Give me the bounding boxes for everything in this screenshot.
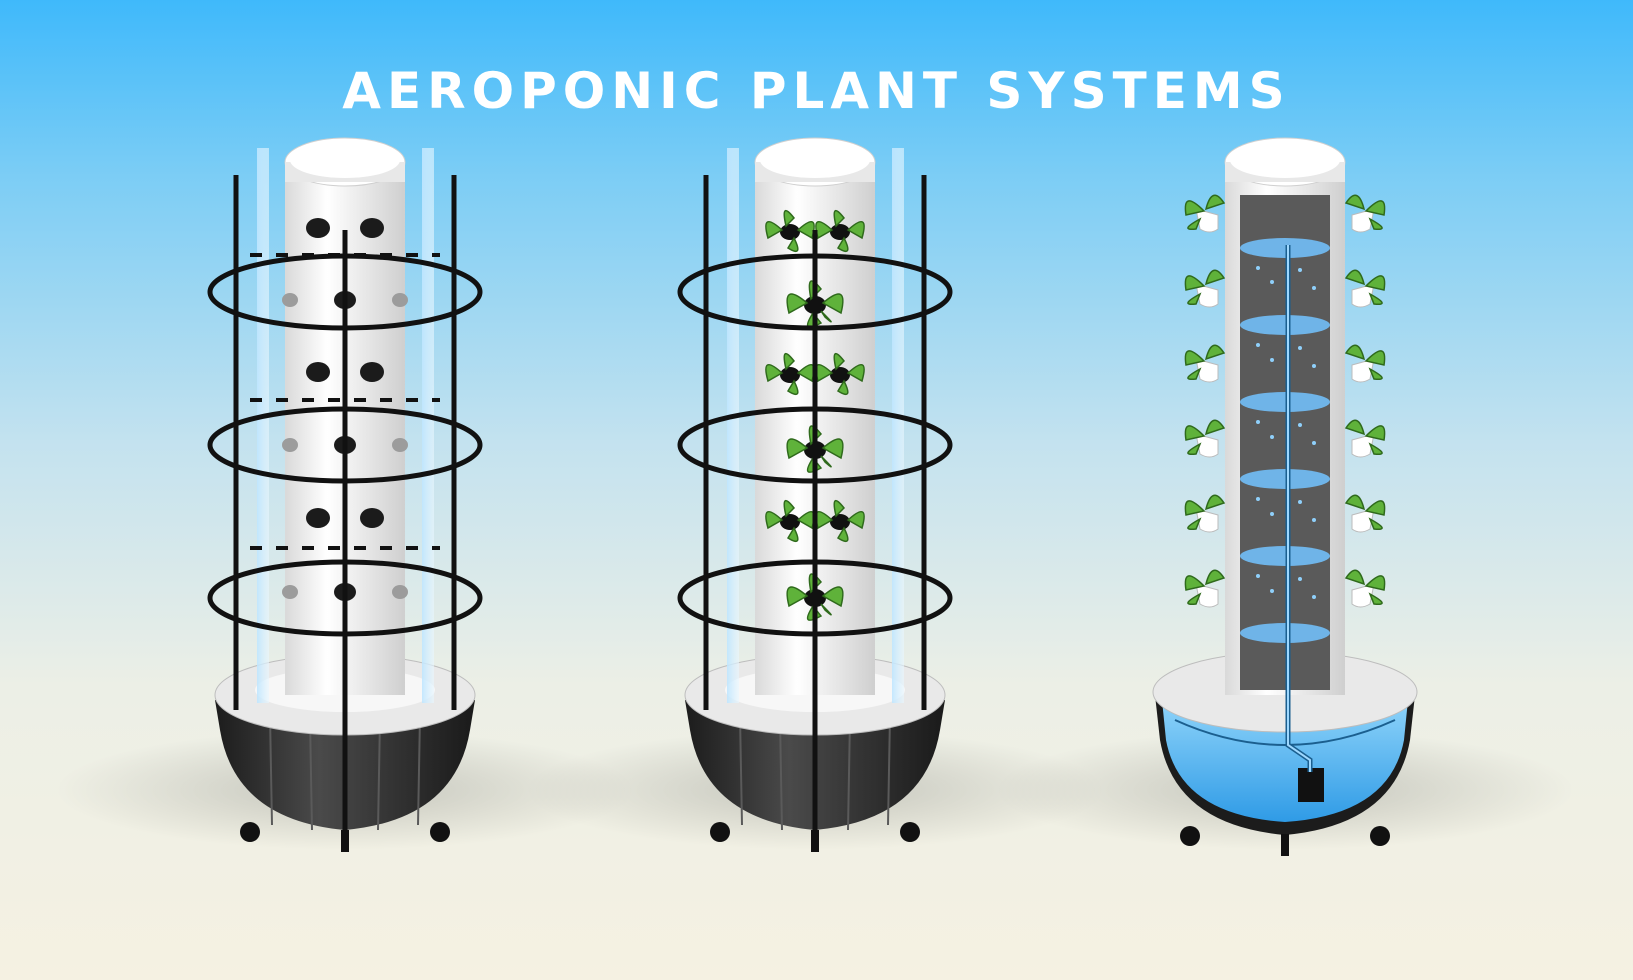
page-title: AEROPONIC PLANT SYSTEMS [342,62,1291,120]
spray-discs [1240,238,1330,643]
planting-holes [282,218,408,601]
water-pump [1298,768,1324,802]
tube-interior [1240,195,1330,690]
light-panel [727,148,739,703]
light-panel [422,148,434,703]
caster-wheel [430,822,450,842]
mist-droplets [1256,266,1316,599]
caster-wheel [1370,826,1390,846]
caster-wheel [900,822,920,842]
planted-tower [525,137,1105,852]
support-frame [207,175,483,830]
light-panel [892,148,904,703]
support-frame [677,175,953,830]
caster-wheel [710,822,730,842]
light-panel [257,148,269,703]
empty-tower [55,137,635,852]
side-plants [1184,194,1386,608]
water-reservoir [1152,651,1418,856]
caster-wheel [240,822,260,842]
cutaway-tower [995,137,1575,856]
plant [765,209,815,253]
plant [815,209,865,253]
caster-wheel [1180,826,1200,846]
